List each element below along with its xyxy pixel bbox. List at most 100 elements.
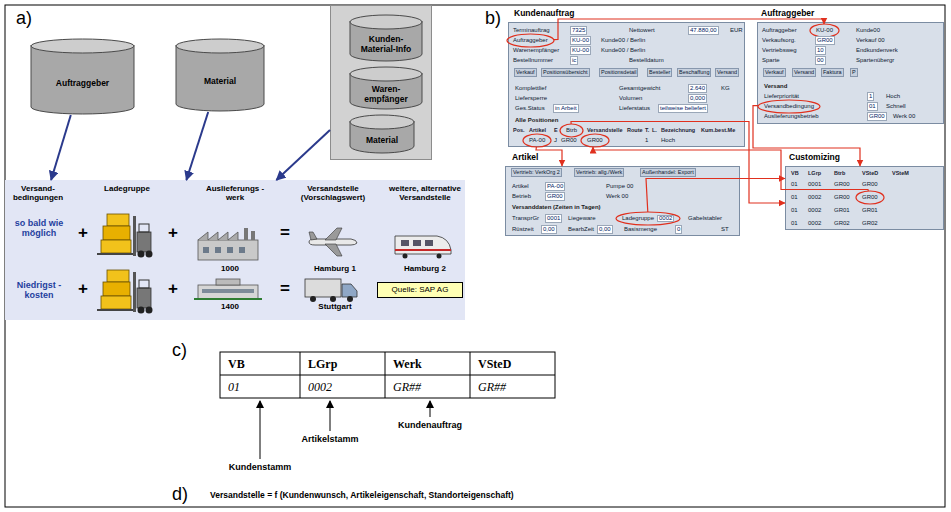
label-text: 0 bbox=[675, 225, 682, 234]
label-text: VB bbox=[791, 170, 799, 177]
label-text: teilweise beliefert bbox=[658, 104, 708, 113]
label-text: Hamburg 1 bbox=[303, 264, 367, 273]
panel-letter: b) bbox=[485, 8, 501, 28]
label-text: so bald wie möglich bbox=[5, 218, 73, 238]
highlight-ellipse: Ladegruppe0002 bbox=[616, 212, 680, 225]
label-text: Verkauf bbox=[514, 68, 537, 77]
label-text: 7325 bbox=[570, 26, 587, 35]
label-text: 01 bbox=[791, 220, 798, 227]
airplane-icon bbox=[309, 228, 357, 256]
highlight-ellipse: Versandbedingung bbox=[758, 100, 820, 113]
label-text: E bbox=[554, 127, 558, 134]
label-text: 0,00 bbox=[597, 225, 613, 234]
label-text: Niedrigst - kosten bbox=[5, 280, 73, 300]
label-text: ST bbox=[721, 226, 729, 233]
label-text: Verkaufsorg. bbox=[762, 37, 796, 44]
source-note: Quelle: SAP AG bbox=[377, 282, 463, 298]
label-text: GR00 bbox=[545, 192, 565, 201]
forklift-icon bbox=[97, 214, 153, 258]
label-text: Stuttgart bbox=[303, 302, 367, 311]
truck-icon bbox=[305, 279, 357, 302]
label-text: Bestelldatum bbox=[629, 57, 664, 64]
label-text: in Arbeit bbox=[553, 104, 579, 113]
cylinder-top bbox=[350, 15, 422, 29]
label-text: Komplettlief bbox=[515, 85, 546, 92]
label-text: Ladegruppe bbox=[622, 215, 654, 222]
sap-screen: CustomizingVBLGrpBtrbVSteDVSteM010001GR0… bbox=[785, 166, 944, 230]
label-text: Btrb bbox=[566, 127, 577, 134]
label-text: Verkauf 00 bbox=[856, 37, 885, 44]
label-text: GR00 bbox=[834, 194, 850, 201]
label-text: 47.880,00 bbox=[688, 26, 719, 35]
reference-arrow bbox=[536, 147, 562, 166]
label-text: 0001 bbox=[808, 181, 821, 188]
label-text: GR01 bbox=[862, 207, 878, 214]
label-text: Versandstelle bbox=[587, 127, 622, 134]
flow-arrow bbox=[276, 130, 330, 180]
label-text: Artikel bbox=[512, 183, 529, 190]
table-header: LGrp bbox=[308, 357, 337, 371]
label-text: + bbox=[165, 280, 181, 298]
label-text: Quelle: SAP AG bbox=[392, 285, 449, 295]
label-text: Ladegruppe bbox=[97, 184, 157, 193]
highlight-ellipse: GR00 bbox=[581, 134, 609, 147]
sap-screen: ArtikelVertrieb: VerkOrg 2Vertrieb: allg… bbox=[505, 166, 740, 236]
label-text: Material bbox=[200, 76, 240, 86]
label-text: 0002 bbox=[808, 194, 821, 201]
database-cylinder: Auftraggeber bbox=[30, 38, 135, 115]
label-text: VSteD bbox=[862, 170, 878, 177]
label-text: ic bbox=[570, 56, 578, 65]
label-text: 2.640 bbox=[688, 84, 707, 93]
database-cylinder: Material bbox=[175, 38, 265, 112]
source-group-box: Kunden- Material-InfoWaren- empfängerMat… bbox=[330, 5, 432, 160]
label-text: GR00 bbox=[834, 181, 850, 188]
label-text: Volumen bbox=[619, 95, 642, 102]
label-text: Kunde00 / Berlin bbox=[601, 47, 645, 54]
label-text: Versanddaten (Zeiten in Tagen) bbox=[512, 204, 601, 211]
ellipse-outline bbox=[560, 124, 583, 137]
label-text: J bbox=[554, 137, 557, 144]
label-text: GR00 bbox=[815, 36, 835, 45]
label-text: 1 bbox=[645, 137, 648, 144]
reference-arrow bbox=[554, 19, 824, 40]
label-text: Kunden- Material-Info bbox=[349, 34, 423, 54]
highlight-ellipse: Auftraggeber bbox=[507, 34, 554, 47]
label-text: GR00 bbox=[862, 181, 878, 188]
flow-arrow bbox=[186, 112, 208, 180]
label-text: Alle Positionen bbox=[515, 117, 558, 124]
highlight-ellipse: PA-00 bbox=[523, 134, 551, 147]
label-text: 0002 bbox=[808, 220, 821, 227]
table-grid bbox=[220, 352, 555, 398]
label-text: + bbox=[75, 224, 91, 242]
label-text: GR01 bbox=[834, 207, 850, 214]
label-text: 10 bbox=[815, 46, 826, 55]
reference-arrow bbox=[593, 147, 868, 191]
label-text: + bbox=[75, 280, 91, 298]
label-text: VSteM bbox=[892, 170, 909, 177]
label-text: PA-00 bbox=[529, 137, 545, 144]
reference-arrow bbox=[753, 106, 860, 167]
label-text: Lieferstatus bbox=[619, 105, 650, 112]
label-text: Hoch bbox=[886, 93, 900, 100]
table-cell: GR## bbox=[393, 380, 421, 394]
database-cylinder: Kunden- Material-Info bbox=[349, 14, 423, 62]
label-text: 0002 bbox=[657, 215, 674, 222]
leader-arrow bbox=[260, 401, 261, 459]
label-text: TransprGr bbox=[512, 215, 539, 222]
label-text: 01 bbox=[791, 207, 798, 214]
reference-arrow bbox=[646, 179, 785, 213]
label-text: Werk 00 bbox=[606, 193, 628, 200]
label-text: Schnell bbox=[886, 103, 906, 110]
label-text: Versand bbox=[764, 83, 787, 90]
database-cylinder: Waren- empfänger bbox=[349, 66, 423, 110]
table-cell: 0002 bbox=[308, 380, 332, 394]
label-text: KU-00 bbox=[816, 27, 833, 34]
label-text: 00 bbox=[815, 56, 826, 65]
table-header: VB bbox=[228, 357, 245, 371]
cylinder-top bbox=[31, 39, 134, 53]
leader-arrow bbox=[330, 401, 331, 431]
cylinder-body bbox=[176, 45, 264, 111]
cylinder-shape bbox=[30, 38, 135, 115]
cylinder-top bbox=[350, 67, 422, 81]
